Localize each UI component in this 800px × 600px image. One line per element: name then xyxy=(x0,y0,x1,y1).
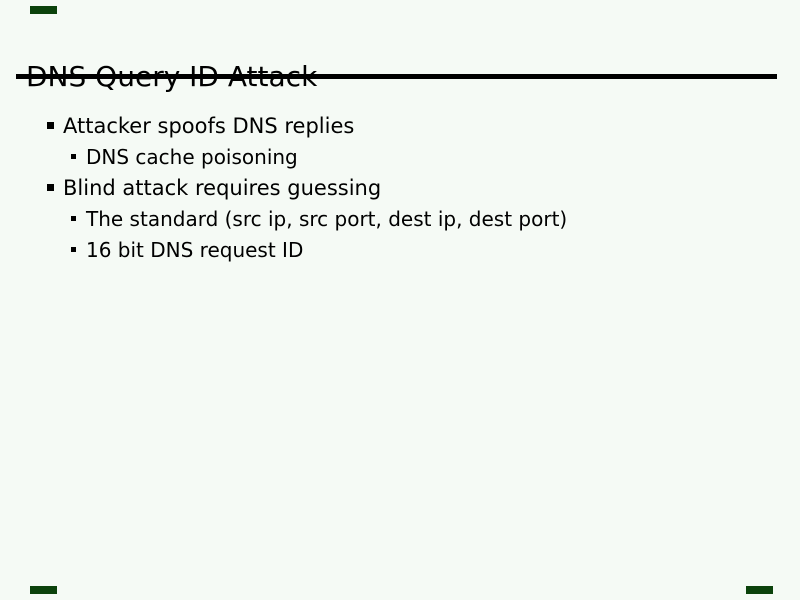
bullet-square-icon xyxy=(47,122,54,129)
bullet-square-icon xyxy=(71,216,76,221)
bullet-item: Blind attack requires guessing xyxy=(0,172,800,203)
bullet-item: DNS cache poisoning xyxy=(0,141,800,172)
bullet-text: Attacker spoofs DNS replies xyxy=(63,113,355,138)
bullet-square-icon xyxy=(71,247,76,252)
bullet-item: Attacker spoofs DNS replies xyxy=(0,110,800,141)
bullet-item: The standard (src ip, src port, dest ip,… xyxy=(0,203,800,234)
bullet-text: 16 bit DNS request ID xyxy=(86,237,304,262)
corner-mark-bottom-left-icon xyxy=(30,586,57,594)
bullet-text: The standard (src ip, src port, dest ip,… xyxy=(86,206,568,231)
bullet-square-icon xyxy=(71,154,76,159)
title-underline-rule xyxy=(16,74,777,79)
corner-mark-top-left-icon xyxy=(30,6,57,14)
bullet-square-icon xyxy=(47,184,54,191)
bullet-item: 16 bit DNS request ID xyxy=(0,234,800,265)
bullet-text: Blind attack requires guessing xyxy=(63,175,382,200)
bullet-text: DNS cache poisoning xyxy=(86,144,298,169)
corner-mark-bottom-right-icon xyxy=(746,586,773,594)
